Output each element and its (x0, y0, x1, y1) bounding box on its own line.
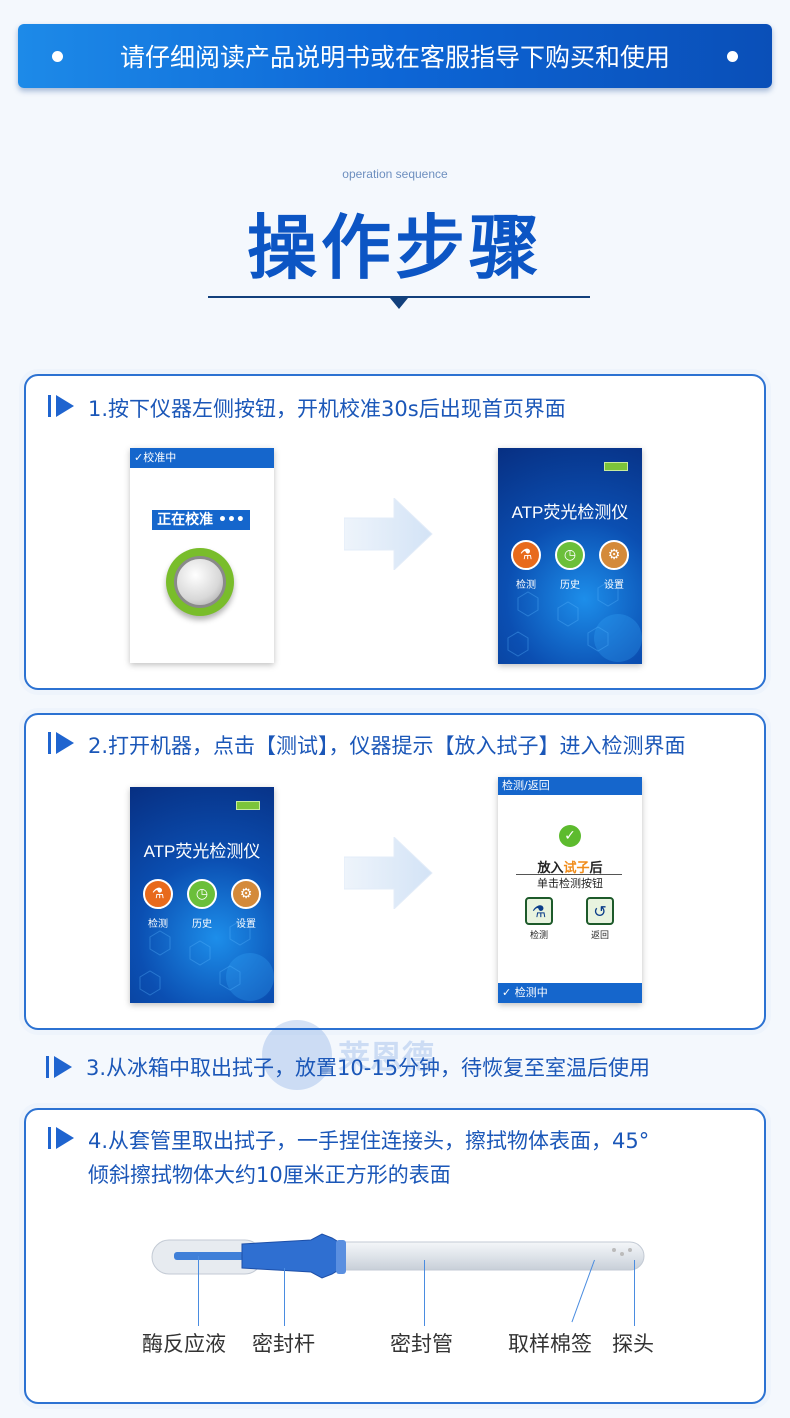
back-button-label: 返回 (590, 931, 609, 941)
step-3-text: 3.从冰箱中取出拭子，放置10-15分钟，待恢复至室温后使用 (86, 1056, 651, 1080)
step-bar-icon (48, 395, 51, 417)
bullet-dot-icon (727, 51, 738, 62)
undo-icon: ↺ (593, 901, 607, 921)
step-4-text-line1: 4.从套管里取出拭子，一手捏住连接头，擦拭物体表面，45° (88, 1129, 650, 1153)
app-icon-row: ⚗检测 ◷历史 ⚙设置 (498, 540, 642, 591)
step-2-heading: 2.打开机器，点击【测试】，仪器提示【放入拭子】进入检测界面 (48, 729, 686, 763)
notice-banner: 请仔细阅读产品说明书或在客服指导下购买和使用 (18, 24, 772, 88)
step-2-text: 2.打开机器，点击【测试】，仪器提示【放入拭子】进入检测界面 (88, 734, 686, 758)
test-bottombar: ✓ 检测中 (498, 983, 642, 1003)
detect-app-button[interactable]: ⚗检测 (511, 540, 541, 591)
leader-line (634, 1260, 635, 1326)
step-bar-icon (48, 732, 51, 754)
title-pointer-icon (390, 298, 408, 309)
label-seal-rod: 密封杆 (252, 1332, 315, 1356)
calibration-topbar: ✓校准中 (130, 448, 274, 468)
history-app-button[interactable]: ◷历史 (555, 540, 585, 591)
detect-app-button[interactable]: ⚗检测 (143, 879, 173, 930)
gear-icon: ⚙ (231, 879, 261, 909)
step-bar-icon (46, 1056, 49, 1078)
brand-watermark: 莱恩德 (262, 1020, 434, 1090)
section-title: 操作步骤 (247, 207, 543, 289)
microscope-icon: ⚗ (531, 901, 547, 921)
app-icon-row: ⚗检测 ◷历史 ⚙设置 (130, 879, 274, 930)
label-sampling-swab: 取样棉签 (508, 1332, 592, 1356)
step-4-card: 4.从套管里取出拭子，一手捏住连接头，擦拭物体表面，45° 倾斜擦拭物体大约10… (24, 1108, 766, 1404)
app-title: ATP荧光检测仪 (511, 503, 629, 522)
calibration-screen: ✓校准中 正在校准 ••• (130, 448, 274, 663)
label-seal-tube: 密封管 (390, 1332, 453, 1356)
step-4-heading: 4.从套管里取出拭子，一手捏住连接头，擦拭物体表面，45° 倾斜擦拭物体大约10… (48, 1124, 649, 1192)
step-4-text-line2: 倾斜擦拭物体大约10厘米正方形的表面 (88, 1163, 451, 1187)
step-1-text: 1.按下仪器左侧按钮，开机校准30s后出现首页界面 (88, 397, 566, 421)
section-subtitle: operation sequence (342, 167, 448, 181)
settings-app-button[interactable]: ⚙设置 (231, 879, 261, 930)
home-screen: ATP荧光检测仪 ⚗检测 ◷历史 ⚙设置 (498, 448, 642, 664)
gear-icon: ⚙ (599, 540, 629, 570)
test-topbar: 检测/返回 (498, 777, 642, 795)
detect-button[interactable]: ⚗ (525, 897, 553, 925)
back-button[interactable]: ↺ (586, 897, 614, 925)
microscope-icon: ⚗ (511, 540, 541, 570)
test-screen: 检测/返回 ✓ 放入试子后 单击检测按钮 ⚗ 检测 ↺ 返回 ✓ 检测中 (498, 777, 642, 1003)
leader-line (198, 1256, 199, 1326)
notice-text: 请仔细阅读产品说明书或在客服指导下购买和使用 (119, 43, 670, 72)
step-1-card: 1.按下仪器左侧按钮，开机校准30s后出现首页界面 ✓校准中 正在校准 ••• … (24, 374, 766, 690)
battery-icon (604, 462, 628, 471)
swab-illustration (151, 1233, 645, 1279)
microscope-icon: ⚗ (143, 879, 173, 909)
next-arrow-icon (344, 498, 433, 570)
next-arrow-icon (344, 837, 433, 909)
leader-line (284, 1268, 285, 1326)
app-title: ATP荧光检测仪 (143, 842, 261, 861)
step-1-heading: 1.按下仪器左侧按钮，开机校准30s后出现首页界面 (48, 392, 566, 426)
clock-icon: ◷ (555, 540, 585, 570)
leader-line (424, 1260, 425, 1326)
settings-app-button[interactable]: ⚙设置 (599, 540, 629, 591)
title-divider (208, 296, 590, 298)
detect-button-label: 检测 (529, 931, 548, 941)
power-knob-icon (166, 548, 234, 616)
brand-logo-icon (262, 1020, 332, 1090)
text-divider (516, 874, 622, 875)
brand-name: 莱恩德 (338, 1038, 435, 1076)
home-screen: ATP荧光检测仪 ⚗检测 ◷历史 ⚙设置 (130, 787, 274, 1003)
hex-pattern (139, 895, 274, 1001)
check-icon: ✓ (559, 825, 581, 847)
play-triangle-icon (56, 1127, 74, 1149)
battery-icon (236, 801, 260, 810)
tap-detect-hint: 单击检测按钮 (537, 877, 603, 890)
step-2-card: 2.打开机器，点击【测试】，仪器提示【放入拭子】进入检测界面 ATP荧光检测仪 … (24, 713, 766, 1030)
label-probe: 探头 (612, 1332, 654, 1356)
play-triangle-icon (56, 732, 74, 754)
play-triangle-icon (54, 1056, 72, 1078)
step-3-heading: 3.从冰箱中取出拭子，放置10-15分钟，待恢复至室温后使用 (46, 1052, 650, 1082)
calibrating-label: 正在校准 ••• (152, 510, 250, 530)
step-bar-icon (48, 1127, 51, 1149)
bullet-dot-icon (52, 51, 63, 62)
clock-icon: ◷ (187, 879, 217, 909)
play-triangle-icon (56, 395, 74, 417)
label-enzyme-reagent: 酶反应液 (142, 1332, 226, 1356)
put-swab-text: 放入试子后 (537, 861, 603, 876)
history-app-button[interactable]: ◷历史 (187, 879, 217, 930)
